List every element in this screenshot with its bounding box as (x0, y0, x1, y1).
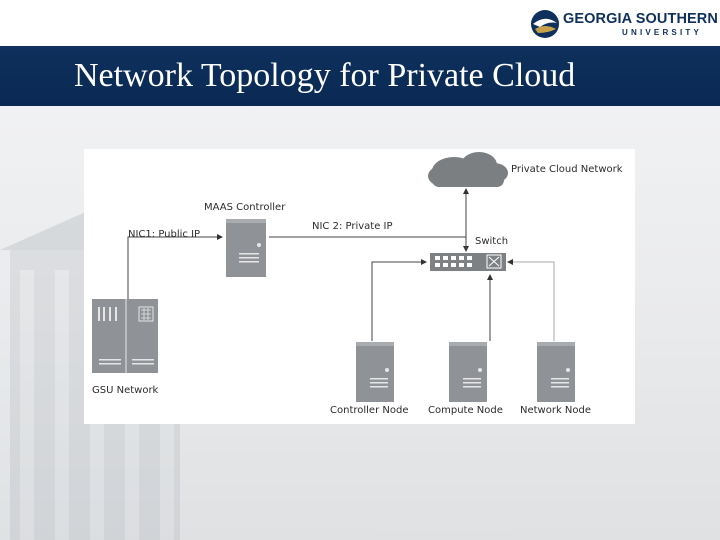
label-nic2-private-ip: NIC 2: Private IP (312, 221, 393, 232)
label-network-node: Network Node (520, 405, 592, 416)
connection-lines (127, 188, 555, 341)
link-controller-to-switch (371, 259, 427, 341)
server-icon (226, 219, 266, 277)
rack-server-icon (92, 299, 158, 373)
logo-mark-icon (531, 10, 559, 38)
university-logo: GEORGIA SOUTHERN UNIVERSITY (530, 9, 718, 39)
label-switch: Switch (475, 236, 509, 247)
link-network-to-switch (507, 259, 555, 341)
logo-text-secondary: UNIVERSITY (622, 28, 703, 37)
diagram-canvas (92, 152, 575, 402)
page-title: Network Topology for Private Cloud (74, 57, 576, 94)
label-gsu-network: GSU Network (92, 385, 159, 396)
label-maas-controller: MAAS Controller (204, 202, 286, 213)
label-controller-node: Controller Node (330, 405, 409, 416)
logo-text-primary: GEORGIA SOUTHERN (563, 11, 718, 27)
top-bar: GEORGIA SOUTHERN UNIVERSITY (0, 0, 720, 46)
link-maas-to-switch (269, 236, 469, 252)
server-icon (537, 342, 575, 402)
server-icon (356, 342, 394, 402)
switch-icon (430, 253, 506, 271)
label-private-cloud-network: Private Cloud Network (511, 164, 623, 175)
cloud-icon (428, 152, 508, 187)
label-compute-node: Compute Node (428, 405, 503, 416)
label-nic1-public-ip: NIC1: Public IP (128, 229, 201, 240)
network-diagram: Private Cloud Network MAAS Controller NI… (84, 149, 635, 424)
server-icon (449, 342, 487, 402)
title-banner: Network Topology for Private Cloud (0, 46, 720, 106)
link-gsu-to-maas (127, 234, 223, 299)
